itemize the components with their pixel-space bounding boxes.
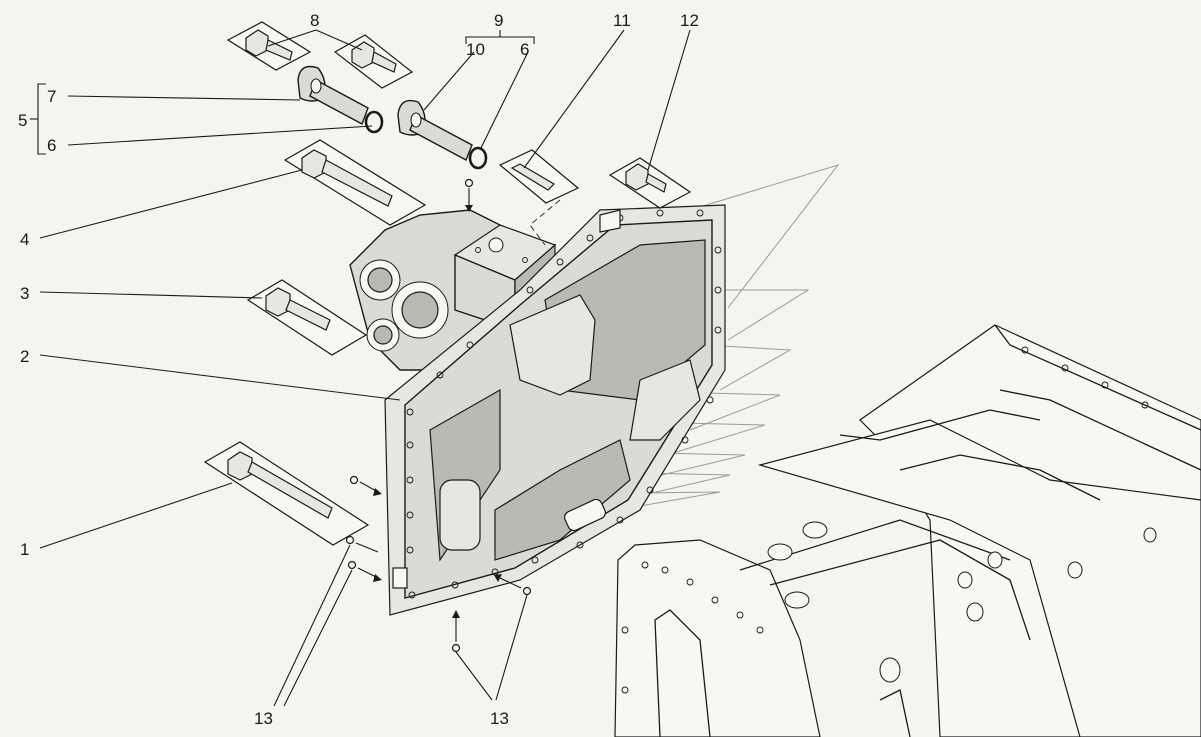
main-housing (349, 204, 726, 616)
callout-3: 3 (20, 284, 29, 303)
callout-12: 12 (680, 11, 699, 30)
callout-7: 7 (47, 87, 56, 106)
pin-11 (498, 149, 580, 204)
callout-2: 2 (20, 347, 29, 366)
o-ring-6a (364, 110, 384, 134)
callout-8: 8 (310, 11, 319, 30)
transmission-housing (614, 324, 1201, 737)
sleeve-7 (297, 65, 369, 125)
callout-13-left: 13 (254, 709, 273, 728)
callout-labels: 1 2 3 4 5 7 6 8 9 10 6 11 12 13 13 (18, 11, 699, 728)
callout-13-right: 13 (490, 709, 509, 728)
callout-9: 9 (494, 11, 503, 30)
bolt-4 (283, 139, 427, 226)
callout-11: 11 (613, 11, 631, 30)
o-ring-6b (468, 146, 488, 170)
callout-10: 10 (466, 40, 485, 59)
bolt-1 (203, 441, 370, 546)
callout-1: 1 (20, 540, 29, 559)
callout-6-left: 6 (47, 136, 56, 155)
bolt-3 (246, 279, 368, 356)
callout-6-right: 6 (520, 40, 529, 59)
callout-5: 5 (18, 111, 27, 130)
bolt-12 (608, 157, 692, 209)
sleeve-10 (397, 99, 473, 161)
leader-lines (30, 29, 691, 707)
dowel-pins (345, 178, 532, 653)
callout-4: 4 (20, 230, 29, 249)
